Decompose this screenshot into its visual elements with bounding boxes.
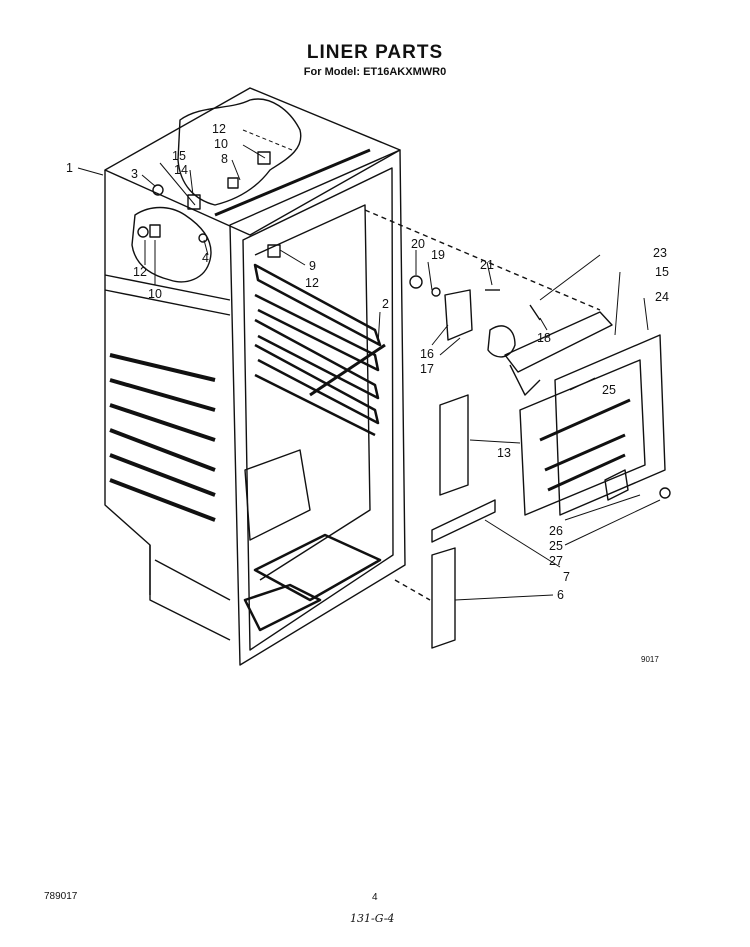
callout-3: 3 [131, 167, 138, 181]
drawing-code: 9017 [641, 655, 659, 664]
callout-19: 19 [431, 248, 445, 262]
callout-7: 7 [563, 570, 570, 584]
callout-16: 16 [420, 347, 434, 361]
callout-8: 8 [221, 152, 228, 166]
callout-24: 24 [655, 290, 669, 304]
callout-12b: 12 [305, 276, 319, 290]
callout-14: 14 [174, 163, 188, 177]
callout-labels: 1 2 3 4 6 7 8 9 10 10 12 12 12 13 14 15 … [66, 122, 669, 664]
callout-25a: 25 [602, 383, 616, 397]
callout-6: 6 [557, 588, 564, 602]
callout-20: 20 [411, 237, 425, 251]
control-housing-parts [364, 209, 671, 649]
callout-25b: 25 [549, 539, 563, 553]
doc-number: 789017 [44, 891, 78, 902]
callout-27: 27 [549, 554, 563, 568]
callout-2: 2 [382, 297, 389, 311]
callout-1: 1 [66, 161, 73, 175]
callout-21: 21 [480, 258, 494, 272]
leader-lines [77, 129, 661, 601]
callout-17: 17 [420, 362, 434, 376]
callout-23: 23 [653, 246, 667, 260]
callout-26: 26 [549, 524, 563, 538]
callout-18: 18 [537, 331, 551, 345]
page-title: LINER PARTS [306, 42, 444, 63]
callout-15b: 15 [655, 265, 669, 279]
callout-10b: 10 [148, 287, 162, 301]
callout-12c: 12 [133, 265, 147, 279]
callout-10a: 10 [214, 137, 228, 151]
liner-cabinet [104, 87, 406, 666]
callout-9: 9 [309, 259, 316, 273]
callout-15a: 15 [172, 149, 186, 163]
page-number: 4 [372, 892, 378, 903]
model-subtitle: For Model: ET16AKXMWR0 [303, 66, 447, 78]
callout-4: 4 [202, 251, 209, 265]
callout-12a: 12 [212, 122, 226, 136]
handwritten-note: 131-G-4 [350, 912, 395, 925]
callout-13: 13 [497, 446, 511, 460]
